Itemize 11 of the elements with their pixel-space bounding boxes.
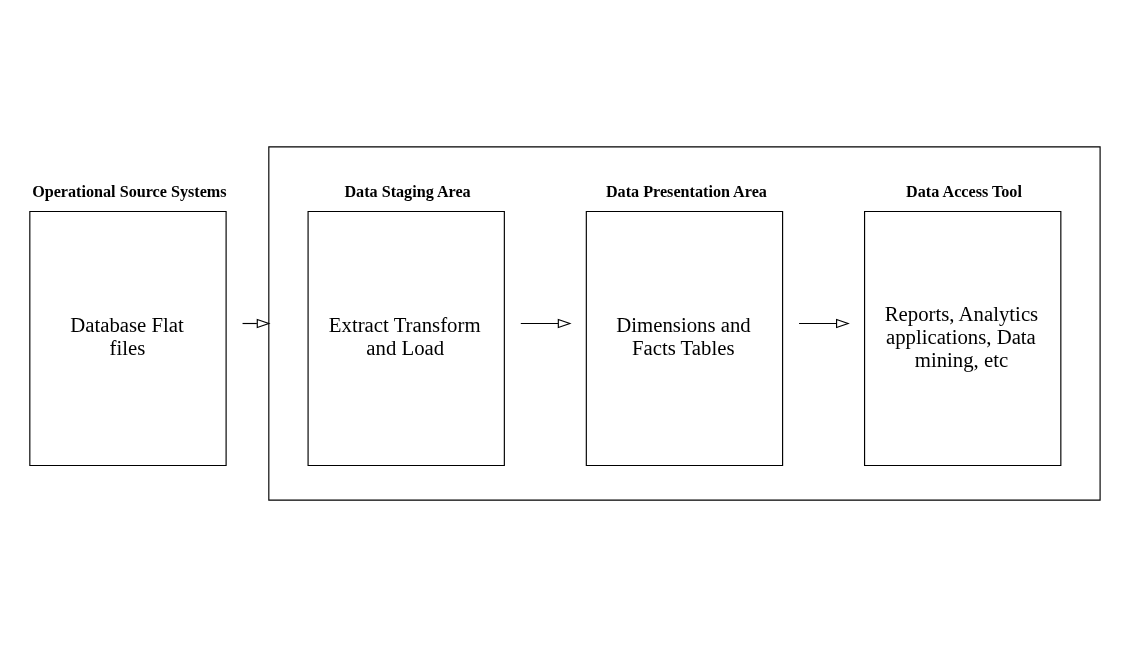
node-box: Reports, Analytics applications, Data mining, etc xyxy=(864,210,1062,466)
node-label: Data Access Tool xyxy=(906,182,1022,200)
node-box: Dimensions and Facts Tables xyxy=(585,210,784,466)
arrow xyxy=(798,318,850,328)
node-label: Data Staging Area xyxy=(344,182,471,200)
cluster xyxy=(268,145,1101,501)
node-label: Operational Source Systems xyxy=(32,182,227,200)
node-label: Data Presentation Area xyxy=(605,182,767,200)
node-box: Extract Transform and Load xyxy=(307,210,505,466)
node-box: Database Flat files xyxy=(29,210,227,466)
arrow xyxy=(520,318,572,328)
